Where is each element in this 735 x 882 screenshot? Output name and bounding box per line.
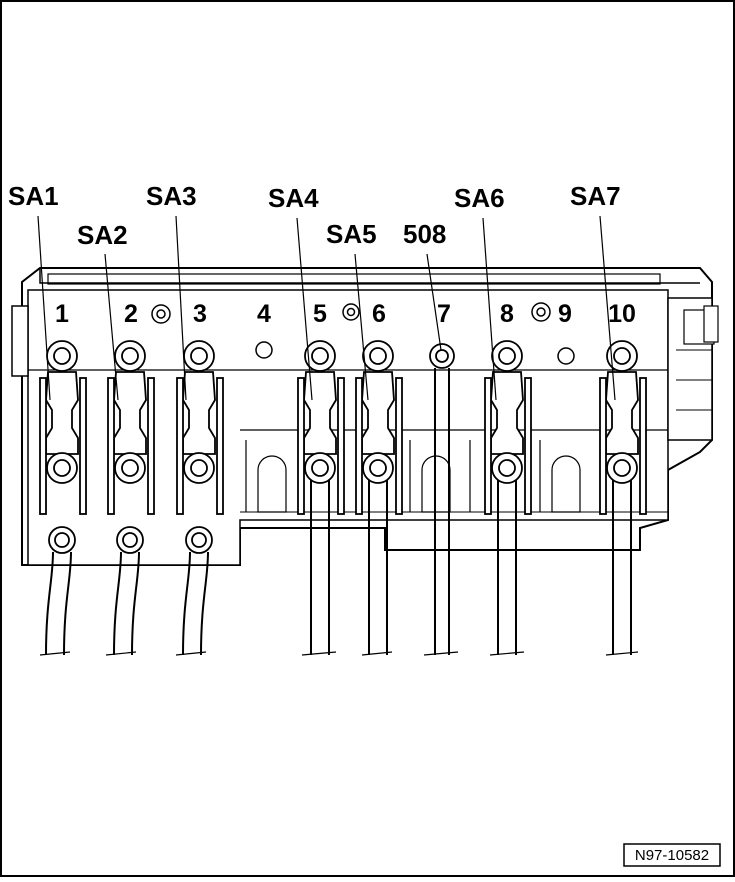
- slot-numbers: 1 2 3 4 5 6 7 8 9 10: [55, 300, 636, 328]
- slot-number: 1: [55, 300, 69, 328]
- strip-fuse: [490, 371, 524, 455]
- callout-leader-line: [104, 253, 119, 401]
- cable: [497, 480, 517, 655]
- cable: [182, 551, 209, 656]
- terminal-nut: [613, 347, 631, 365]
- terminal-nut: [190, 347, 208, 365]
- fuse-divider: [337, 377, 345, 515]
- fuse-divider: [107, 377, 115, 515]
- terminal-nut: [435, 349, 449, 363]
- fuse-divider: [395, 377, 403, 515]
- cable-cut-line: [39, 651, 639, 656]
- strip-fuse: [303, 371, 337, 455]
- slot-number: 2: [124, 300, 138, 328]
- callout-label: SA4: [268, 183, 319, 213]
- cable: [612, 480, 632, 655]
- terminal-nut: [369, 459, 387, 477]
- callout-leader-line: [296, 217, 313, 401]
- callout-leader-line: [599, 215, 616, 401]
- fuse-divider: [147, 377, 155, 515]
- strip-fuse: [113, 371, 147, 455]
- cables: [39, 368, 639, 656]
- terminal-nut: [53, 459, 71, 477]
- terminal-nut: [498, 347, 516, 365]
- fuse-divider: [484, 377, 492, 515]
- slot-number: 8: [500, 300, 514, 328]
- fuse-divider: [355, 377, 363, 515]
- callout-label: SA3: [146, 181, 197, 211]
- top-nuts: [151, 302, 575, 365]
- terminal-nut: [613, 459, 631, 477]
- cable: [45, 551, 72, 656]
- fuse-divider: [176, 377, 184, 515]
- fuse-divider: [599, 377, 607, 515]
- callout-leader-line: [175, 215, 187, 401]
- fuse-divider: [639, 377, 647, 515]
- callout-leader-line: [482, 217, 497, 401]
- callout-leader-line: [37, 215, 51, 401]
- terminal-nut: [498, 459, 516, 477]
- cable: [434, 368, 450, 655]
- callout-leader-line: [426, 253, 442, 351]
- terminal-nut: [121, 459, 139, 477]
- terminal-nut: [311, 347, 329, 365]
- cable: [113, 551, 140, 656]
- fuse-divider: [39, 377, 47, 515]
- slot-number: 10: [608, 300, 636, 328]
- callout-label: 508: [403, 219, 446, 249]
- cable-lug: [122, 532, 138, 548]
- strip-fuses: [39, 371, 647, 515]
- cable-lug: [191, 532, 207, 548]
- slot-number: 6: [372, 300, 386, 328]
- fuse-terminals: [46, 340, 638, 554]
- slot-number: 5: [313, 300, 327, 328]
- strip-fuse: [361, 371, 395, 455]
- callout-label: SA1: [8, 181, 59, 211]
- strip-fuse: [182, 371, 216, 455]
- fuse-divider: [216, 377, 224, 515]
- terminal-nut: [53, 347, 71, 365]
- slot-number: 7: [437, 300, 451, 328]
- cable-lug: [54, 532, 70, 548]
- callout-leader-line: [354, 253, 369, 401]
- fuse-divider: [297, 377, 305, 515]
- callout-label: SA5: [326, 219, 377, 249]
- fuse-divider: [79, 377, 87, 515]
- strip-fuse: [45, 371, 79, 455]
- terminal-nut: [121, 347, 139, 365]
- terminal-nut: [190, 459, 208, 477]
- figure-id: N97-10582: [635, 847, 709, 864]
- figure-id-box: [623, 843, 721, 867]
- cable: [310, 480, 330, 655]
- callout-label: SA6: [454, 183, 505, 213]
- callout-label: SA2: [77, 220, 128, 250]
- terminal-nut: [369, 347, 387, 365]
- slot-number: 9: [558, 300, 572, 328]
- cable: [368, 480, 388, 655]
- terminal-nut: [311, 459, 329, 477]
- slot-number: 3: [193, 300, 207, 328]
- slot-number: 4: [257, 300, 271, 328]
- fuse-divider: [524, 377, 532, 515]
- callout-label: SA7: [570, 181, 621, 211]
